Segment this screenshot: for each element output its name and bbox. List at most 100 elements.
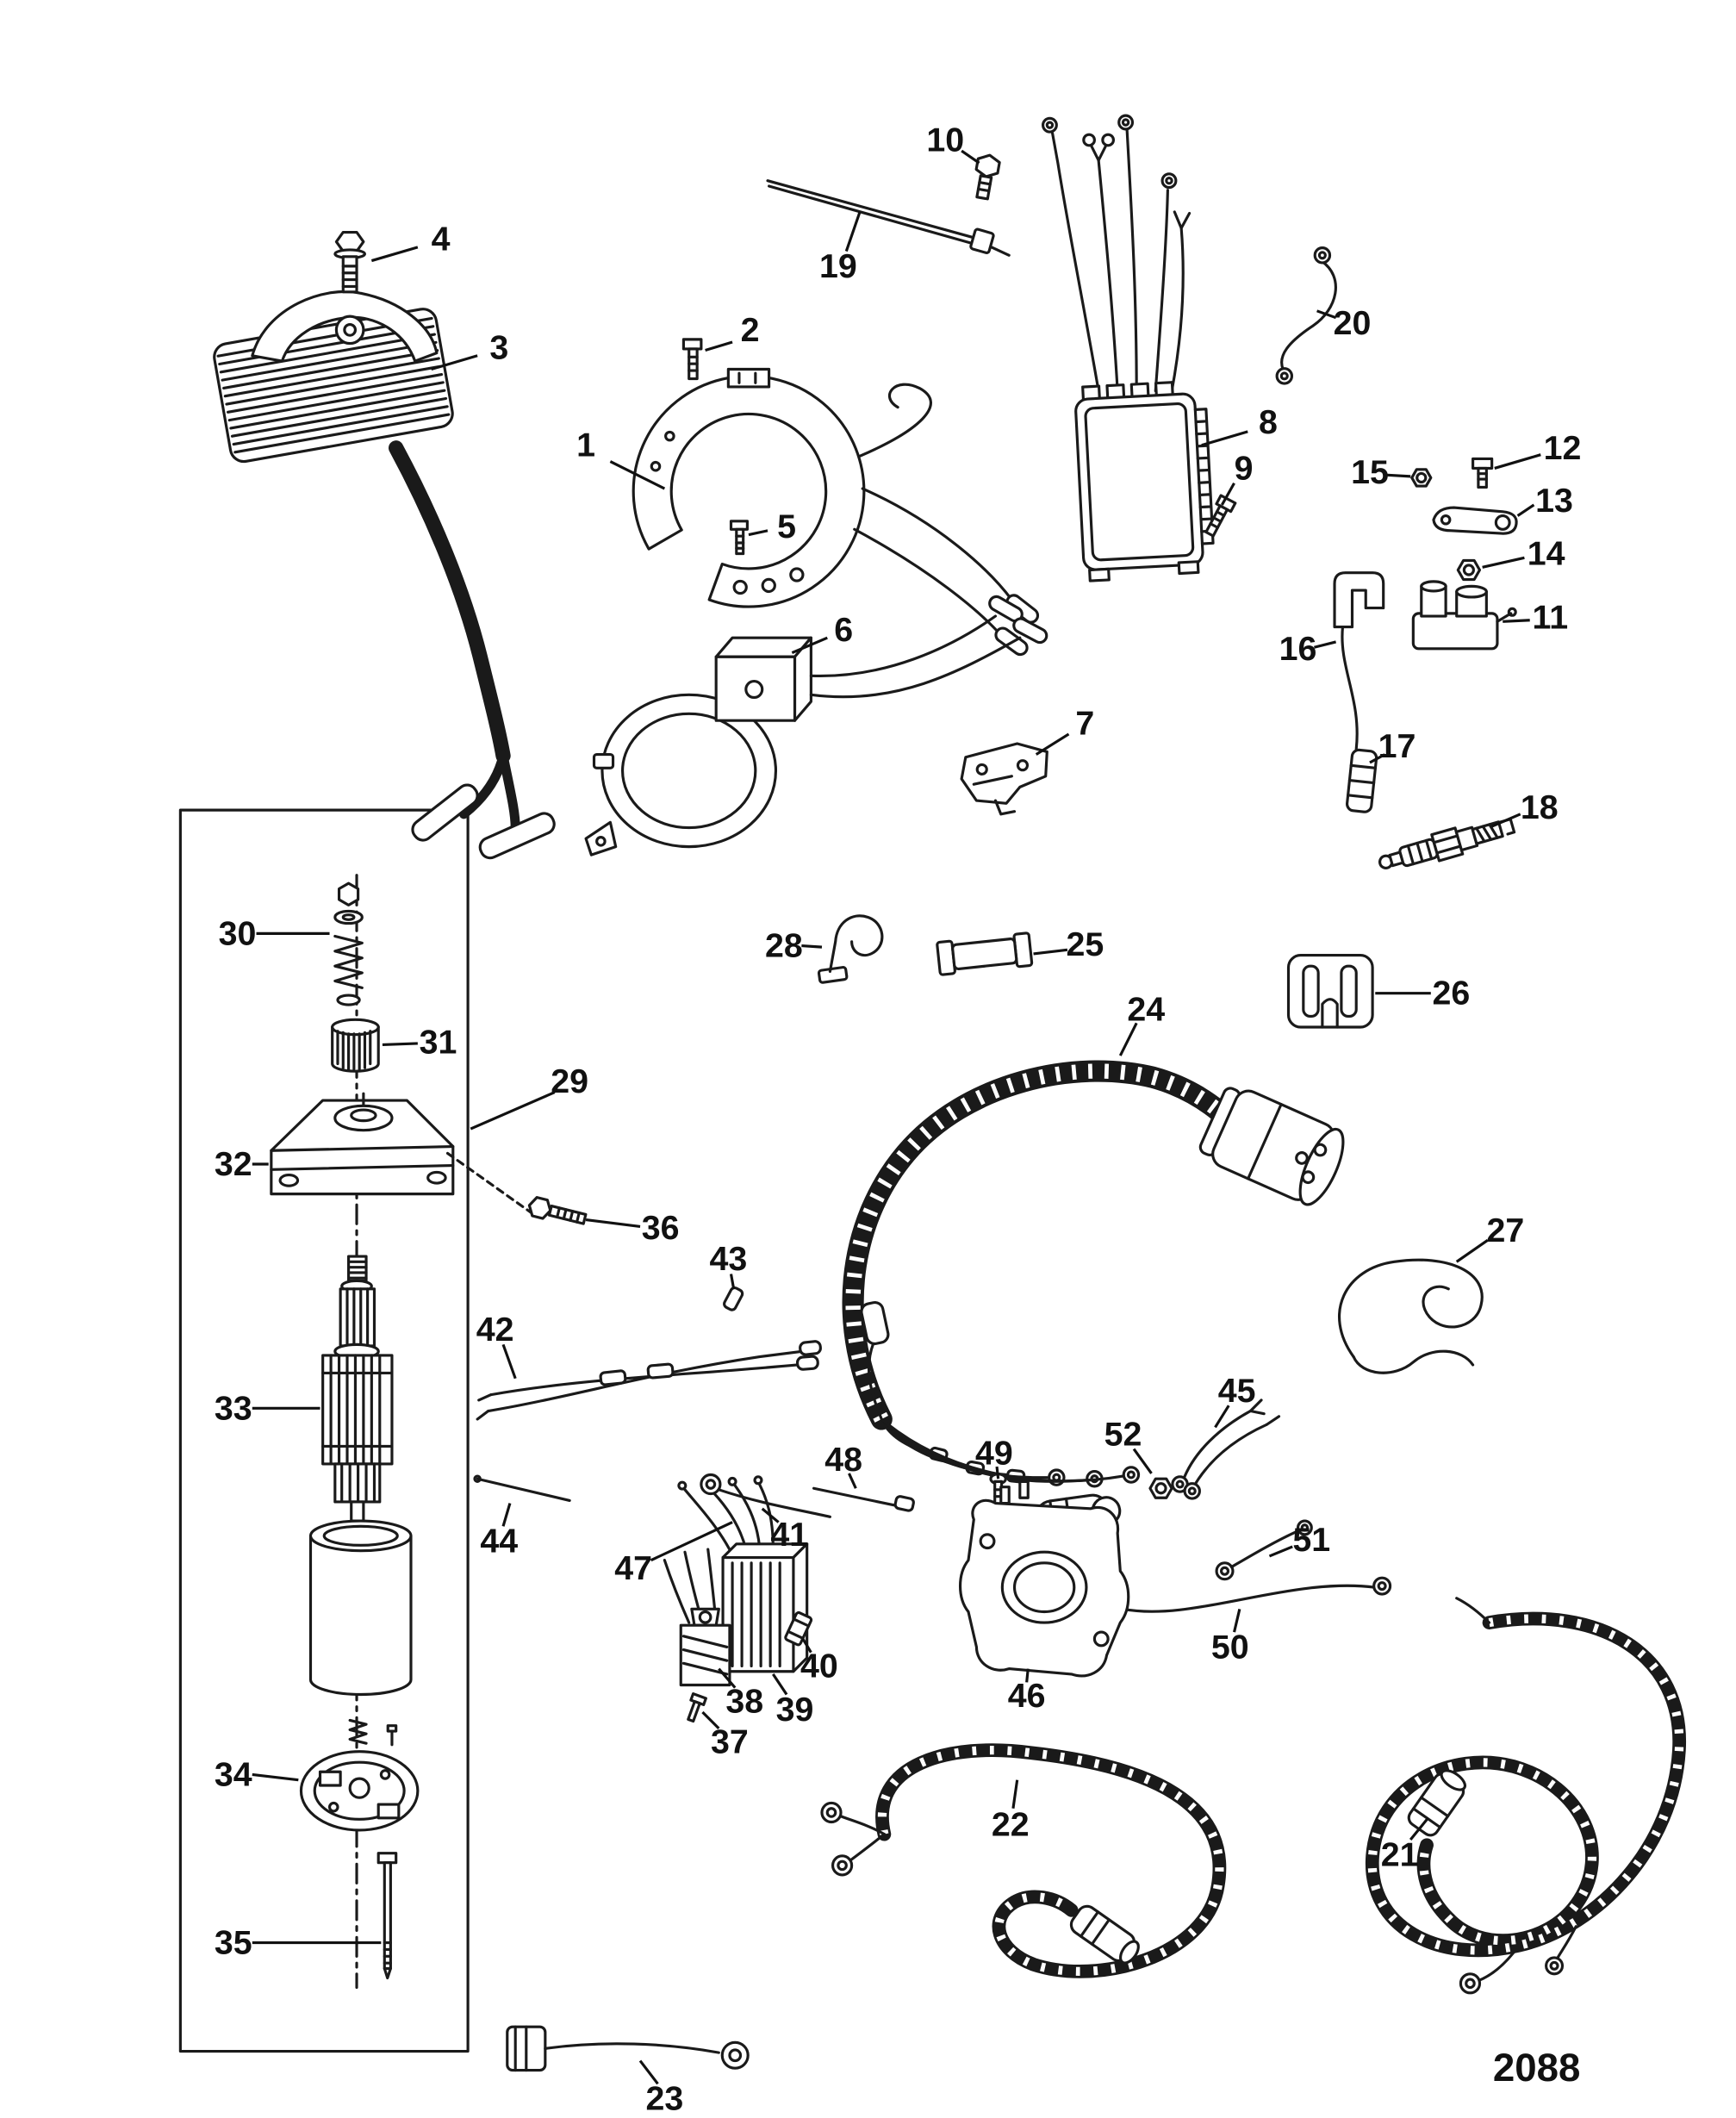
callout-line-50: [1233, 1608, 1241, 1633]
callout-line-39: [771, 1673, 788, 1696]
callout-39: 39: [776, 1691, 814, 1729]
callout-line-13: [1516, 503, 1535, 517]
callout-line-6: [791, 636, 828, 654]
bolt-alignment-dashes: [445, 1151, 533, 1215]
part-51-lead: [1215, 1519, 1313, 1581]
callout-15: 15: [1351, 453, 1389, 491]
callout-line-41: [761, 1507, 780, 1523]
callout-line-4: [370, 246, 419, 263]
part-21-harness-cable: [1366, 1597, 1686, 1995]
part-10-screw: [974, 153, 1001, 201]
callout-36: 36: [642, 1209, 680, 1247]
callout-3: 3: [489, 328, 508, 366]
callout-23: 23: [645, 2080, 683, 2118]
part-15-nut: [1410, 468, 1433, 488]
callout-line-19: [844, 211, 862, 252]
callout-51: 51: [1292, 1521, 1330, 1559]
callout-line-9: [1220, 482, 1235, 506]
figure-number: 2088: [1493, 2046, 1581, 2090]
part-3-flywheel-stator: [213, 290, 556, 860]
callout-42: 42: [476, 1311, 514, 1349]
part-14-nut: [1456, 558, 1482, 582]
part-35-through-bolt: [376, 1852, 398, 1980]
callout-19: 19: [819, 247, 857, 285]
callout-line-28: [801, 944, 823, 949]
callout-line-25: [1033, 948, 1068, 956]
callout-line-11: [1503, 619, 1530, 623]
callout-52: 52: [1104, 1415, 1142, 1453]
callout-line-38: [718, 1667, 737, 1689]
part-44-pin: [473, 1474, 571, 1502]
part-39-regulator: [677, 1475, 809, 1673]
callout-line-27: [1455, 1238, 1489, 1263]
part-11-ignition-coil: [1411, 580, 1517, 651]
part-37-screw: [687, 1692, 707, 1723]
callout-line-37: [701, 1710, 720, 1729]
callout-45: 45: [1218, 1372, 1256, 1410]
part-17-plug-boot: [1346, 748, 1378, 813]
callout-line-3: [431, 354, 478, 371]
callout-37: 37: [711, 1723, 749, 1761]
callout-line-45: [1214, 1405, 1230, 1429]
part-25-fuse: [936, 931, 1034, 976]
callout-line-34: [252, 1772, 299, 1782]
callout-17: 17: [1378, 727, 1416, 765]
part-23-jumper-strap: [506, 2025, 750, 2072]
part-38-rectifier: [663, 1548, 731, 1687]
callout-32: 32: [215, 1145, 252, 1183]
callout-31: 31: [420, 1023, 457, 1061]
callout-41: 41: [770, 1516, 808, 1554]
callout-25: 25: [1066, 925, 1104, 963]
part-43-bullet-terminal: [723, 1286, 744, 1311]
callout-line-44: [501, 1503, 512, 1527]
callout-line-36: [585, 1218, 641, 1228]
part-33-armature: [321, 1255, 394, 1523]
callout-line-5: [748, 529, 768, 537]
callout-line-18: [1491, 813, 1521, 828]
callout-30: 30: [219, 914, 257, 952]
callout-26: 26: [1433, 975, 1471, 1012]
part-24-main-harness: [842, 1060, 1345, 1488]
part-9-screw: [1204, 494, 1237, 538]
callout-line-20: [1316, 309, 1337, 320]
part-52-nut: [1148, 1477, 1173, 1499]
callout-14: 14: [1528, 535, 1565, 573]
callout-49: 49: [975, 1434, 1013, 1472]
part-32-mount-bracket: [270, 1092, 455, 1196]
callout-line-43: [729, 1274, 736, 1290]
part-46-bracket-plate: [959, 1479, 1130, 1678]
callout-line-48: [848, 1473, 857, 1489]
callout-28: 28: [765, 927, 803, 965]
part-12-screw: [1472, 457, 1494, 489]
part-8-switch-box: [1042, 114, 1215, 582]
callout-18: 18: [1521, 788, 1559, 826]
callout-22: 22: [992, 1806, 1030, 1844]
part-20-ground-wire: [1275, 246, 1337, 385]
part-34-end-cap: [299, 1718, 420, 1832]
part-50-lead: [1104, 1576, 1392, 1623]
callout-line-14: [1482, 556, 1525, 569]
callout-34: 34: [215, 1755, 252, 1793]
callout-2: 2: [741, 311, 760, 349]
callout-11: 11: [1533, 599, 1569, 637]
part-48-lead: [812, 1486, 915, 1512]
callout-line-16: [1314, 640, 1336, 649]
part-31-drive-cap: [331, 1018, 380, 1073]
callout-line-52: [1132, 1448, 1153, 1474]
callout-48: 48: [824, 1441, 862, 1479]
callout-line-21: [1409, 1816, 1429, 1841]
part-2-screw: [681, 338, 703, 381]
callout-7: 7: [1075, 704, 1094, 742]
callout-1: 1: [576, 427, 595, 464]
part-26-cable-retainer: [1286, 953, 1374, 1029]
callout-4: 4: [432, 220, 451, 258]
callout-13: 13: [1535, 482, 1573, 520]
part-18-spark-plug: [1378, 818, 1516, 869]
callout-9: 9: [1235, 449, 1254, 487]
part-22-battery-cable: [820, 1743, 1227, 1978]
callout-line-17: [1369, 753, 1386, 764]
callout-33: 33: [215, 1389, 252, 1427]
part-6-coil-ring: [584, 595, 1048, 857]
callout-line-2: [705, 340, 733, 352]
